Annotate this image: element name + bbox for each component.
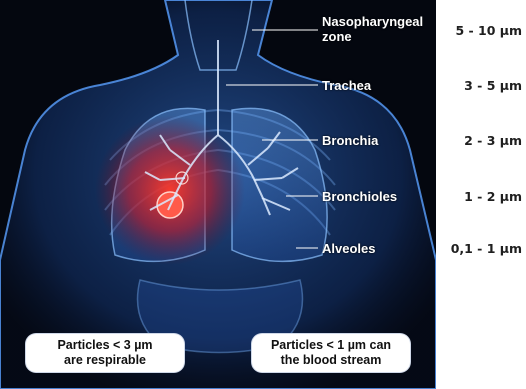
note-blood-stream: Particles < 1 µm can the blood stream [252, 334, 410, 372]
note-respirable: Particles < 3 µm are respirable [26, 334, 184, 372]
size-bronchioles: 1 - 2 µm [464, 189, 522, 204]
size-nasopharyngeal: 5 - 10 µm [455, 23, 522, 38]
label-bronchia: Bronchia [322, 133, 378, 148]
note-line: are respirable [34, 353, 176, 368]
size-alveoles: 0,1 - 1 µm [451, 241, 522, 256]
label-line: zone [322, 29, 423, 44]
note-line: Particles < 3 µm [34, 338, 176, 353]
label-line: Nasopharyngeal [322, 14, 423, 29]
label-alveoles: Alveoles [322, 241, 375, 256]
label-trachea: Trachea [322, 78, 371, 93]
label-nasopharyngeal-zone: Nasopharyngeal zone [322, 14, 423, 44]
label-bronchioles: Bronchioles [322, 189, 397, 204]
size-trachea: 3 - 5 µm [464, 78, 522, 93]
note-line: Particles < 1 µm can [260, 338, 402, 353]
anatomy-illustration: Nasopharyngeal zone Trachea Bronchia Bro… [0, 0, 436, 389]
size-bronchia: 2 - 3 µm [464, 133, 522, 148]
note-line: the blood stream [260, 353, 402, 368]
